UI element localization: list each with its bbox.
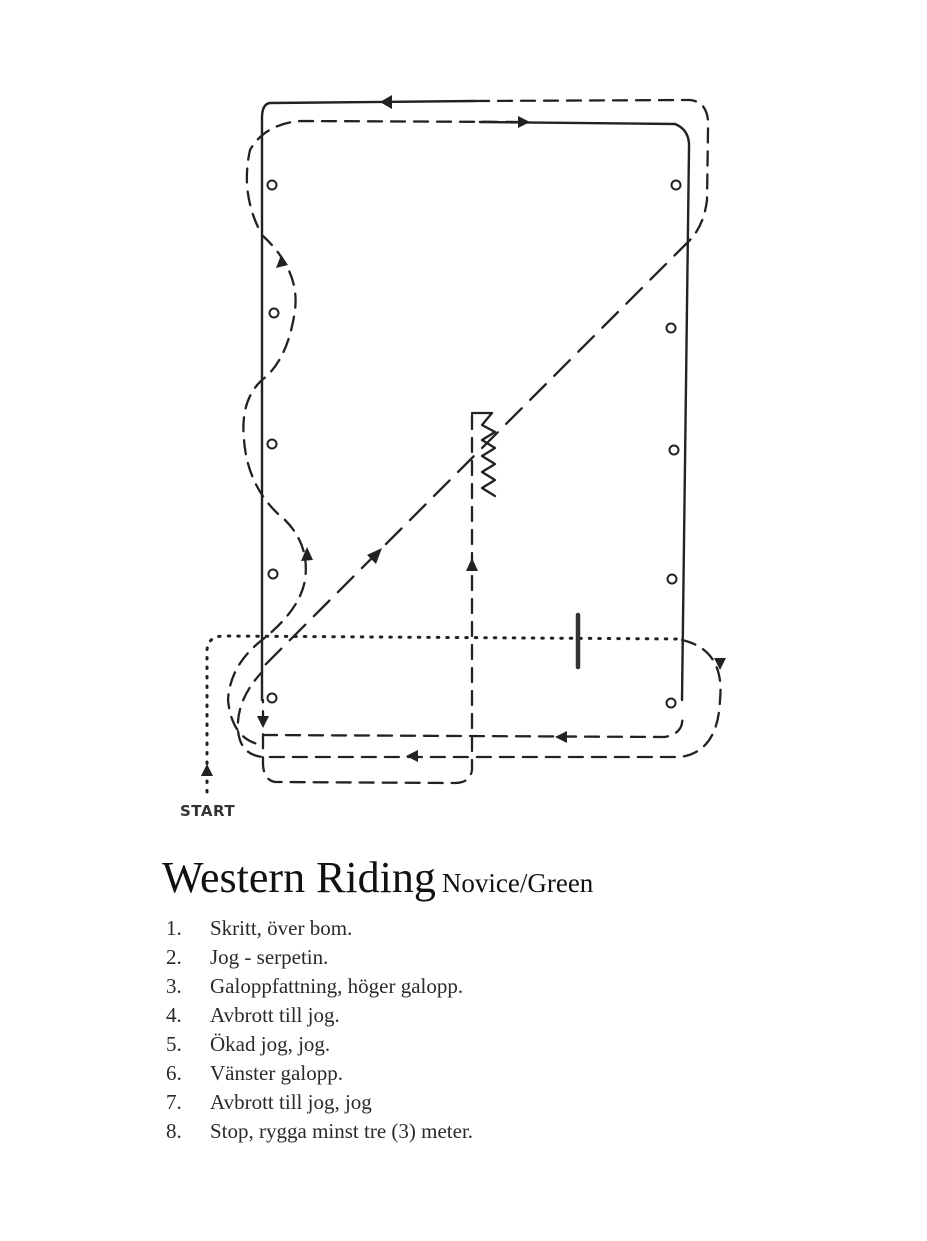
arrow-up-vertical xyxy=(466,558,478,571)
arrow-diagonal xyxy=(367,548,382,564)
step-item: 1. Skritt, över bom. xyxy=(166,914,473,943)
step-text: Galoppfattning, höger galopp. xyxy=(210,974,464,998)
step-number: 5. xyxy=(166,1032,182,1056)
title-sub: Novice/Green xyxy=(441,868,594,898)
step-number: 7. xyxy=(166,1090,182,1114)
step-item: 8. Stop, rygga minst tre (3) meter. xyxy=(166,1117,473,1146)
step-item: 2. Jog - serpetin. xyxy=(166,943,473,972)
marker-right-5 xyxy=(665,697,677,709)
dashed-vertical xyxy=(261,413,474,785)
dashed-bottom-lanes xyxy=(236,638,722,759)
title-main: Western Riding xyxy=(162,853,436,902)
arrow-right-top xyxy=(518,116,530,128)
marker-right-3 xyxy=(668,444,680,456)
step-number: 4. xyxy=(166,1003,182,1027)
step-text: Jog - serpetin. xyxy=(210,945,329,969)
step-number: 6. xyxy=(166,1061,182,1085)
backup-zigzag xyxy=(470,411,497,498)
step-number: 1. xyxy=(166,916,182,940)
arrow-left-bottom-2 xyxy=(406,750,418,762)
dashed-top-loop xyxy=(473,98,710,242)
step-text: Vänster galopp. xyxy=(210,1061,343,1085)
arrow-up-start xyxy=(201,764,213,776)
arrow-up-serpentine-1 xyxy=(276,255,288,268)
riding-pattern-diagram xyxy=(201,95,726,794)
step-text: Ökad jog, jog. xyxy=(210,1032,331,1056)
step-item: 5. Ökad jog, jog. xyxy=(166,1030,473,1059)
arrow-left-top xyxy=(380,95,392,109)
arrow-left-bottom-1 xyxy=(555,731,567,743)
arrow-up-serpentine-2 xyxy=(301,547,313,561)
marker-left-5 xyxy=(266,692,278,704)
step-number: 8. xyxy=(166,1119,182,1143)
steps-list: 1. Skritt, över bom. 2. Jog - serpetin. 3.… xyxy=(166,914,473,1146)
step-text: Avbrott till jog. xyxy=(210,1003,340,1027)
step-item: 4. Avbrott till jog. xyxy=(166,1001,473,1030)
step-item: 3. Galoppfattning, höger galopp. xyxy=(166,972,473,1001)
marker-left-1 xyxy=(266,179,278,191)
step-text: Stop, rygga minst tre (3) meter. xyxy=(210,1119,474,1143)
step-text: Skritt, över bom. xyxy=(210,916,353,940)
step-text: Avbrott till jog, jog xyxy=(210,1090,372,1114)
marker-right-4 xyxy=(666,573,678,585)
marker-left-2 xyxy=(268,307,280,319)
step-item: 6. Vänster galopp. xyxy=(166,1059,473,1088)
step-number: 3. xyxy=(166,974,182,998)
dashed-serpentine xyxy=(226,119,522,747)
dashed-diagonal xyxy=(260,238,692,670)
marker-right-1 xyxy=(670,179,682,191)
start-label: START xyxy=(180,802,236,820)
arrow-down-left xyxy=(257,716,269,728)
marker-right-2 xyxy=(665,322,677,334)
marker-left-3 xyxy=(266,438,278,450)
step-item: 7. Avbrott till jog, jog xyxy=(166,1088,473,1117)
arrow-down-right xyxy=(714,658,726,670)
dotted-start-path xyxy=(205,634,682,794)
solid-path xyxy=(260,99,691,702)
marker-left-4 xyxy=(267,568,279,580)
step-number: 2. xyxy=(166,945,182,969)
